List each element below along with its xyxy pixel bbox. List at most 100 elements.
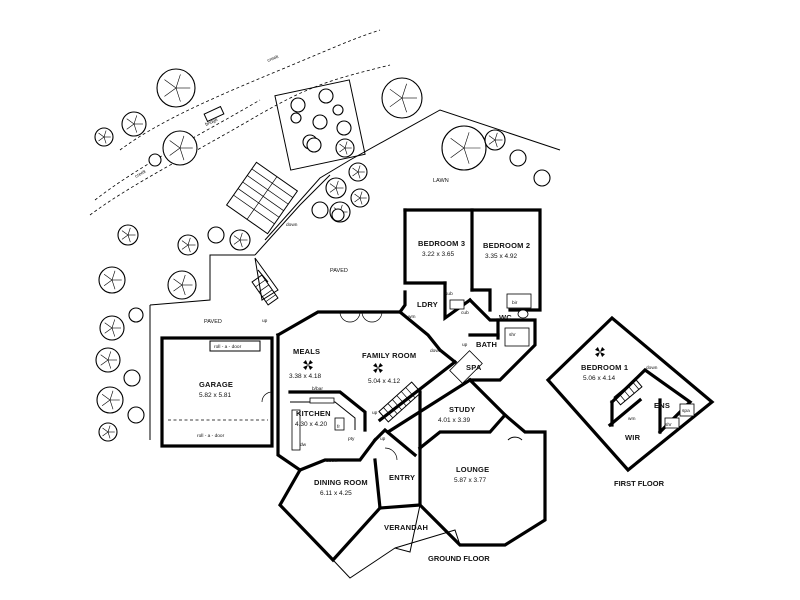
bedroom3-dims: 3.22 x 3.65 [422, 251, 455, 258]
meals-name: MEALS [293, 347, 320, 356]
bridge-deck [203, 105, 225, 123]
planter-outline [274, 79, 366, 171]
bedroom2-dims: 3.35 x 4.92 [485, 253, 518, 260]
creek-line-upper [119, 29, 381, 151]
tree [533, 169, 551, 187]
deck-outline [225, 161, 299, 235]
tree [311, 201, 329, 219]
wet-area-walls [467, 297, 537, 382]
robe-bir [506, 293, 532, 309]
verandah-outline [332, 504, 421, 579]
wir-name: WIR [625, 433, 641, 442]
ramp-triangle [254, 257, 279, 301]
bedroom2-name: BEDROOM 2 [483, 241, 530, 250]
spa-small-label: spa [682, 409, 690, 414]
ceiling-fans [303, 347, 605, 373]
roll-door-top-box [209, 340, 261, 352]
cub-label: cub [461, 310, 469, 316]
entry-walls [372, 427, 418, 458]
bedroom3-name: BEDROOM 3 [418, 239, 465, 248]
cupboard [449, 299, 465, 310]
shower-bath [504, 327, 530, 347]
wc-name: WC [499, 313, 512, 322]
ens-spa [679, 403, 695, 417]
garage-dims: 5.82 x 5.81 [199, 392, 232, 399]
kitchen-name: KITCHEN [296, 409, 331, 418]
paved-label-top: PAVED [330, 268, 348, 274]
down-steps-label: down [286, 222, 298, 228]
down-stair-first-label: down [646, 365, 658, 371]
tree [290, 112, 302, 124]
pty-label: pty [348, 436, 355, 442]
wm-label: wm [408, 315, 415, 320]
tree [207, 226, 225, 244]
first-floor-label: FIRST FLOOR [614, 479, 665, 488]
spa-tub [449, 350, 483, 384]
ceiling-fan-icon [303, 360, 313, 370]
dining-walls [278, 458, 382, 563]
bbar-label: b/bar [312, 386, 323, 392]
tree [332, 104, 344, 116]
ceiling-fan-icon [373, 363, 383, 373]
study-walls [417, 377, 508, 451]
up-paved-label: up [380, 437, 386, 442]
tree [509, 149, 527, 167]
verandah-name: VERANDAH [384, 523, 428, 532]
entry-name: ENTRY [389, 473, 415, 482]
wc-toilet [517, 309, 529, 319]
tree [127, 406, 145, 424]
ceiling-fan-icon [595, 347, 605, 357]
ground-floor-label: GROUND FLOOR [428, 554, 490, 563]
down-kitchen-label: down [326, 458, 338, 464]
lounge-walls [418, 412, 547, 547]
ground-floor [160, 208, 547, 579]
fridge [334, 417, 345, 431]
bedroom1-dims: 5.06 x 4.14 [583, 375, 616, 382]
breakfast-bar [309, 397, 335, 404]
roll-door-bottom-label: roll - a - door [197, 433, 225, 439]
family-name: FAMILY ROOM [362, 351, 416, 360]
trees [94, 68, 551, 442]
fr-label: fr [337, 424, 340, 430]
lounge-dims: 5.87 x 3.77 [454, 477, 487, 484]
up-steps-label: up [262, 319, 268, 324]
side-steps [251, 274, 279, 306]
tree [312, 114, 328, 130]
tree [336, 120, 352, 136]
roll-door-top-label: roll - a - door [214, 344, 242, 350]
garden-edge [254, 174, 331, 256]
lawn-boundary [264, 109, 561, 241]
tree [318, 88, 334, 104]
french-doors [339, 311, 383, 323]
shr2-label: shr [665, 422, 672, 428]
bridge-label: bridge [204, 117, 219, 128]
laundry-walls [397, 290, 407, 315]
tree [290, 97, 306, 113]
kitchen-walls [288, 390, 367, 432]
family-meals-walls [275, 310, 458, 365]
family-dims: 5.04 x 4.12 [368, 378, 401, 385]
shr-label: shr [509, 332, 516, 338]
creek-line-lower [89, 64, 391, 216]
tree [148, 153, 162, 167]
sub-label: sub [445, 291, 453, 297]
bir-label: bir [512, 300, 518, 306]
first-floor-stair [613, 378, 643, 406]
tree [123, 369, 141, 387]
bridge [203, 105, 225, 123]
meals-dims: 3.38 x 4.18 [289, 373, 322, 380]
creek-label-bottom: creek [134, 168, 148, 179]
tree [306, 137, 322, 153]
garage-name: GARAGE [199, 380, 233, 389]
first-floor-walls [545, 315, 715, 473]
tree [331, 208, 345, 222]
tree [128, 307, 144, 323]
paved-boundary [149, 254, 255, 306]
bedroom1-name: BEDROOM 1 [581, 363, 628, 372]
first-floor [545, 315, 715, 473]
planter-bed [274, 79, 366, 171]
site-landscape [89, 29, 561, 440]
bath-name: BATH [476, 340, 497, 349]
study-dims: 4.01 x 3.39 [438, 417, 471, 424]
